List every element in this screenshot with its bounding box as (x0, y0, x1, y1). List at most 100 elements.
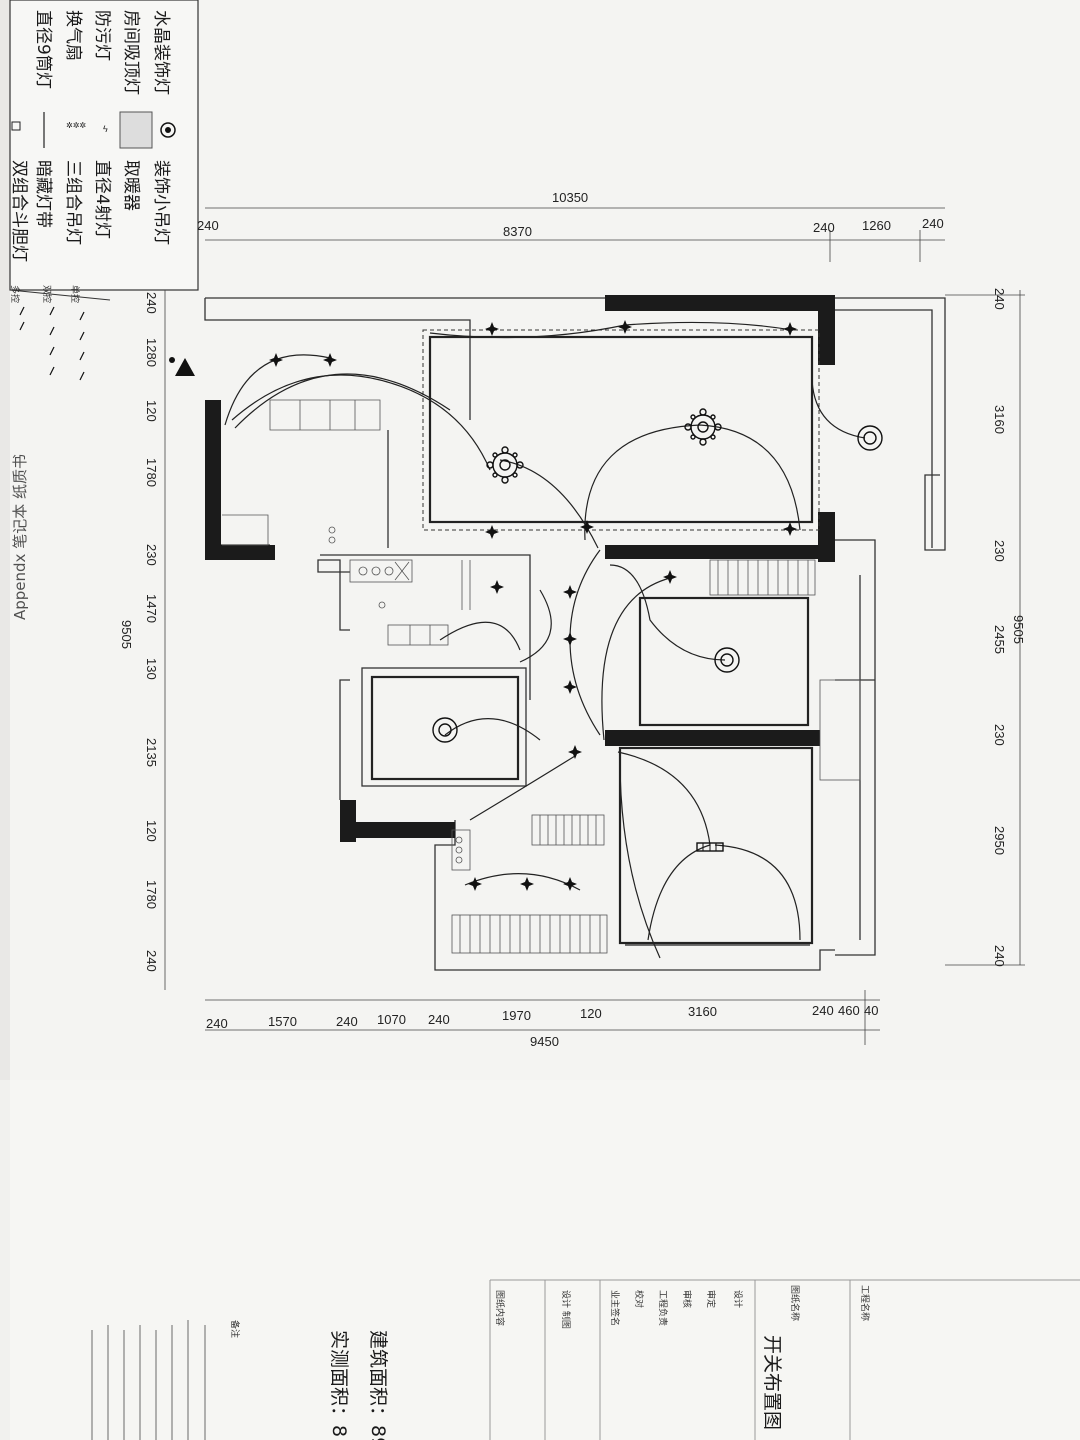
dim-top-main: 8370 (503, 224, 532, 239)
dim-top-r3: 240 (922, 216, 944, 231)
measured-area-value: 8 (328, 1425, 350, 1437)
legend-box: 水晶装饰灯 房间吸顶灯 防污灯 换气扇 直径9筒灯 ϟ ✲✲✲ 装饰小吊灯 取暖… (9, 0, 199, 381)
legend-hidden-strip: 暗藏灯带 (33, 160, 53, 228)
bedroom-ceiling (638, 596, 810, 727)
dim-left-10: 1780 (144, 880, 159, 909)
legend-double-switch: 双控 (41, 285, 53, 303)
dim-right-4: 2455 (992, 625, 1007, 654)
dim-right-5: 230 (992, 724, 1007, 746)
title-block: 工程名称 图纸名称 开关布置图 设计 审定 审核 工程负责 校对 业主签名 设计… (91, 1279, 1080, 1440)
legend-downlight-9: 直径9筒灯 (33, 10, 53, 89)
legend-small-pendant: 装饰小吊灯 (151, 160, 171, 245)
legend-heater: 取暖器 (121, 160, 141, 211)
wall-right-post (818, 295, 835, 365)
master-bedroom-ceiling (618, 746, 814, 945)
spot-points (269, 320, 797, 891)
project-label: 工程名称 (859, 1285, 871, 1321)
role-design: 设计 (732, 1290, 744, 1308)
design-draw: 设计 制图 (560, 1290, 572, 1329)
pendant-second-room (432, 717, 458, 743)
crystal-lamp-icon (160, 122, 176, 138)
dim-top-r1: 240 (813, 220, 835, 235)
role-review: 审核 (681, 1290, 693, 1308)
measured-area-label: 实测面积： (328, 1330, 350, 1425)
build-area-label: 建筑面积： (367, 1330, 389, 1425)
bottom-dimensions: 240 1570 240 1070 240 1970 120 3160 240 … (205, 990, 880, 1049)
dim-left-6: 1470 (144, 594, 159, 623)
content-label: 图纸内容 (494, 1290, 506, 1326)
bathroom-fixtures (451, 559, 861, 954)
legend-dirtproof-lamp: 防污灯 (92, 10, 112, 61)
crystal-chandelier-living (684, 408, 722, 446)
north-arrow-icon (175, 358, 195, 376)
legend-single-switch: 单控 (69, 285, 81, 303)
wall-top-right (605, 295, 835, 311)
role-approve: 审定 (705, 1290, 717, 1308)
dim-bottom-3: 240 (336, 1014, 358, 1029)
pendant-bedroom (714, 647, 740, 673)
dim-left-8: 2135 (144, 738, 159, 767)
notes-title: 备注 (229, 1320, 241, 1338)
dim-bottom-2: 1570 (268, 1014, 297, 1029)
dim-right-3: 230 (992, 540, 1007, 562)
dim-left-2: 1280 (144, 338, 159, 367)
downlight-icon (11, 121, 21, 131)
crystal-chandelier-dining (486, 446, 524, 484)
left-dimensions: 240 1280 120 1780 230 1470 9505 130 2135… (11, 290, 195, 990)
dim-left-9: 120 (144, 820, 159, 842)
legend-crystal-lamp: 水晶装饰灯 (151, 10, 171, 95)
dim-left-5: 230 (144, 544, 159, 566)
dim-bottom-8: 3160 (688, 1004, 717, 1019)
heater-icon: ✲✲✲ (66, 121, 86, 130)
kitchen-cabinets (222, 399, 471, 646)
legend-double-grille: 双组合斗胆灯 (9, 160, 29, 262)
dim-bottom-6: 1970 (502, 1008, 531, 1023)
dim-right-2: 3160 (992, 405, 1007, 434)
top-dimensions: 10350 8370 240 240 1260 240 (197, 190, 945, 262)
drawing-name-label: 图纸名称 (789, 1285, 801, 1321)
wall-left-top (205, 400, 221, 560)
role-lead: 工程负责 (657, 1290, 669, 1326)
side-stamp: Appendx 笔记本 纸质书 (11, 454, 29, 620)
dim-bottom-5: 240 (428, 1012, 450, 1027)
dim-left-3: 120 (144, 400, 159, 422)
dining-outline (361, 667, 527, 787)
legend-ceiling-lamp: 房间吸顶灯 (121, 10, 141, 95)
dim-bottom-10: 460 (838, 1003, 860, 1018)
living-room-strip (422, 329, 820, 531)
dim-bottom-9: 240 (812, 1003, 834, 1018)
legend-multi-switch: 多控 (9, 285, 21, 303)
ceiling-lamp-icon (119, 111, 153, 149)
grille-lamp-divs (702, 843, 717, 851)
drawing-name: 开关布置图 (761, 1335, 783, 1430)
dining-room-ceiling (370, 675, 520, 781)
dim-top-left-wall: 240 (197, 218, 219, 233)
paper-shadow (0, 1080, 1080, 1440)
dim-left-total: 9505 (119, 620, 134, 649)
role-owner: 业主签名 (609, 1290, 621, 1326)
dim-left-4: 1780 (144, 458, 159, 487)
role-proof: 校对 (633, 1290, 645, 1308)
dirtproof-lamp-icon: ϟ (103, 124, 108, 134)
dim-right-6: 2950 (992, 826, 1007, 855)
pendant-balcony (857, 425, 883, 451)
switch-symbols (19, 306, 85, 381)
dim-left-7: 130 (144, 658, 159, 680)
build-area-value: 89 (367, 1425, 389, 1440)
notes-lines (91, 1320, 206, 1440)
right-dimensions: 240 3160 230 2455 9505 230 2950 240 (945, 288, 1026, 967)
dim-bottom-4: 1070 (377, 1012, 406, 1027)
north-dot-icon (169, 357, 175, 363)
wall-mid-2 (605, 730, 820, 746)
dim-top-total: 10350 (552, 190, 588, 205)
dim-bottom-7: 120 (580, 1006, 602, 1021)
dim-bottom-1: 240 (206, 1016, 228, 1031)
dim-left-11: 240 (144, 950, 159, 972)
wall-lower-bar (340, 822, 455, 838)
dim-right-7: 240 (992, 945, 1007, 967)
legend-triple-pendant: 三组合吊灯 (63, 160, 83, 245)
dim-right-1: 240 (992, 288, 1007, 310)
wall-mid-horizontal (605, 545, 835, 559)
wall-left-bottom (205, 545, 275, 560)
